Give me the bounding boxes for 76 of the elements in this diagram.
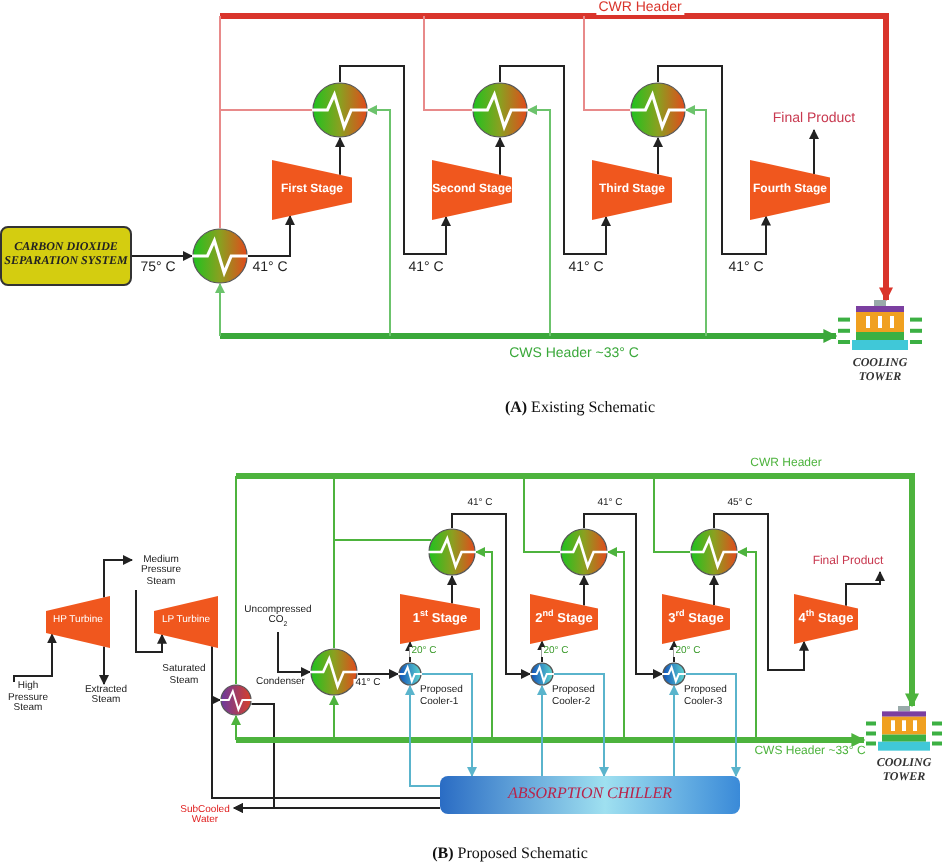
- heat-exchanger: [428, 528, 476, 576]
- pipe: [737, 547, 757, 741]
- pipe: [236, 733, 866, 747]
- pipe: [356, 669, 399, 679]
- pipe: [135, 589, 167, 653]
- pipe: [537, 685, 547, 777]
- compressor-stage: [794, 594, 858, 644]
- pipe: [669, 685, 679, 777]
- pipe: [713, 513, 809, 671]
- pipe: [220, 329, 838, 343]
- pipe: [685, 105, 707, 337]
- pipe: [231, 715, 241, 741]
- pipe: [495, 137, 505, 176]
- pipe: [219, 109, 313, 111]
- heat-exchanger: [310, 648, 358, 696]
- pipe: [13, 633, 57, 683]
- turbine: [154, 596, 218, 648]
- pipe: [131, 251, 193, 261]
- pipe: [527, 105, 551, 337]
- compressor-stage: [750, 160, 830, 220]
- pipe: [99, 645, 109, 685]
- pipe: [367, 105, 391, 337]
- pipe: [475, 547, 493, 741]
- pipe: [583, 15, 631, 111]
- pipe: [809, 129, 819, 175]
- pipe: [553, 673, 609, 777]
- pipe: [423, 15, 473, 111]
- pipe: [335, 137, 345, 176]
- heat-exchanger: [560, 528, 608, 576]
- pipe: [709, 575, 719, 607]
- pipe: [607, 547, 625, 741]
- pipe: [220, 13, 893, 302]
- pipe: [653, 137, 663, 176]
- heat-exchanger: [192, 228, 248, 284]
- pipe: [653, 475, 691, 553]
- pipe: [211, 645, 441, 799]
- compressor-stage: [662, 594, 730, 644]
- pipe: [523, 475, 561, 553]
- heat-exchanger: [630, 82, 686, 138]
- pipe: [219, 15, 221, 229]
- heat-exchanger: [690, 528, 738, 576]
- heat-exchanger: [472, 82, 528, 138]
- pipe: [451, 513, 531, 679]
- heat-exchanger: [312, 82, 368, 138]
- compressor-stage: [432, 160, 512, 220]
- pipe: [447, 575, 457, 605]
- pipe: [329, 695, 339, 741]
- pipe: [537, 640, 547, 663]
- pipe: [405, 641, 415, 663]
- pipe: [235, 475, 237, 685]
- compressor-stage: [530, 594, 598, 644]
- turbine: [46, 596, 110, 648]
- pipe: [247, 215, 295, 257]
- pipe: [583, 513, 663, 679]
- pipe: [579, 575, 589, 607]
- chiller-box: ABSORPTION CHILLER: [440, 776, 740, 814]
- pipe: [103, 555, 133, 599]
- pipe: [233, 803, 441, 813]
- compressor-stage: [592, 160, 672, 220]
- pipe: [845, 571, 885, 607]
- pipe: [333, 539, 433, 541]
- caption: (A) Existing Schematic: [502, 400, 658, 416]
- pipe: [405, 685, 441, 787]
- compressor-stage: [272, 160, 352, 220]
- pipe: [499, 65, 611, 255]
- pipe: [215, 283, 225, 337]
- compressor-stage: [400, 594, 480, 644]
- pipe: [669, 640, 679, 663]
- pipe: [657, 65, 771, 255]
- caption: (B) Proposed Schematic: [430, 846, 590, 862]
- pipe: [421, 673, 477, 777]
- pipe: [339, 65, 451, 255]
- pipe: [333, 475, 335, 649]
- pipe: [236, 473, 919, 708]
- pipe: [685, 673, 741, 777]
- pipe: [277, 631, 311, 677]
